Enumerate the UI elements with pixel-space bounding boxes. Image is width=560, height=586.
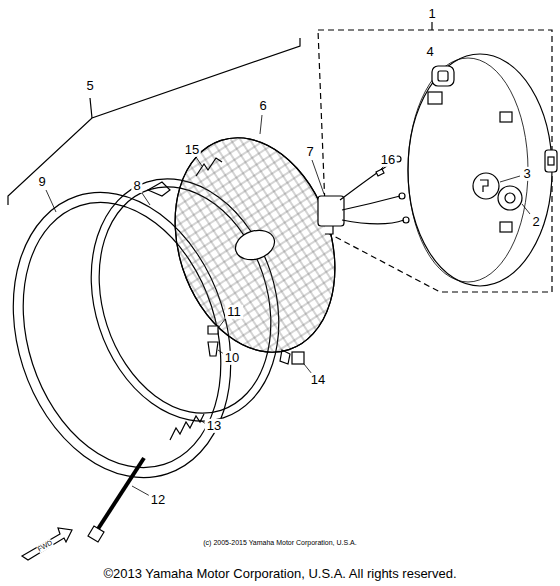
group-box: [318, 30, 552, 292]
housing-hole: [500, 112, 512, 122]
copyright-note: ©2013 Yamaha Motor Corporation, U.S.A. A…: [101, 567, 458, 581]
leader-line: [46, 190, 56, 212]
callout-number: 16: [379, 153, 397, 167]
spring-13: [170, 414, 204, 440]
callout-number: 15: [183, 143, 201, 157]
nut-14: [292, 352, 304, 364]
bulb-contact: [480, 180, 488, 192]
grommet-slot: [438, 71, 448, 81]
headlight-housing: [408, 54, 552, 286]
bulb-tip: [505, 193, 515, 203]
leader-line: [500, 176, 520, 182]
callout-number: 3: [521, 167, 532, 181]
callout-number: 1: [426, 7, 437, 21]
lens-unit: [149, 117, 362, 373]
leader-line: [142, 193, 150, 205]
wire: [342, 220, 404, 224]
terminal: [403, 217, 409, 223]
leader-line: [90, 98, 92, 118]
housing-hole: [500, 222, 512, 232]
callout-number: 9: [36, 175, 47, 189]
lens-rim: [149, 117, 362, 373]
forward-arrow: [22, 528, 72, 560]
group-brace: [8, 38, 300, 205]
leader-line: [196, 157, 202, 166]
screw-16: [376, 169, 384, 176]
leader-line: [260, 115, 262, 134]
housing-lip: [408, 58, 528, 282]
leader-line: [312, 160, 324, 194]
screw-10: [208, 342, 218, 356]
leader-line: [132, 486, 150, 496]
callout-number: 10: [223, 351, 241, 365]
leader-line: [431, 22, 432, 30]
callout-number: 13: [205, 419, 223, 433]
ear-hole: [548, 157, 554, 165]
screw-11: [208, 326, 218, 334]
callout-number: 11: [225, 305, 243, 319]
terminal: [399, 193, 405, 199]
leader-line: [219, 318, 226, 327]
lens-emblem: [232, 226, 279, 265]
watermark: (c) 2005-2015 Yamaha Motor Corporation, …: [203, 539, 356, 547]
grommet: [432, 66, 454, 86]
housing-ear: [545, 150, 557, 172]
callout-number: 5: [84, 79, 95, 93]
socket: [318, 196, 344, 226]
screw-head: [88, 526, 104, 542]
screw-12: [96, 458, 144, 532]
callout-number: 2: [530, 215, 541, 229]
bulb-2: [498, 186, 522, 210]
callout-number: 6: [257, 99, 268, 113]
callout-number: 12: [149, 493, 167, 507]
spring-clip: [196, 158, 222, 176]
direction-label: FWD: [36, 539, 54, 554]
leader-line: [522, 204, 530, 214]
callout-number: 8: [131, 179, 142, 193]
callout-number: 7: [304, 145, 315, 159]
wire: [342, 196, 400, 210]
rim-tab: [280, 350, 290, 364]
callout-number: 14: [309, 373, 327, 387]
bulb-3: [473, 173, 499, 199]
housing-hole: [428, 92, 442, 104]
callout-number: 4: [424, 45, 435, 59]
